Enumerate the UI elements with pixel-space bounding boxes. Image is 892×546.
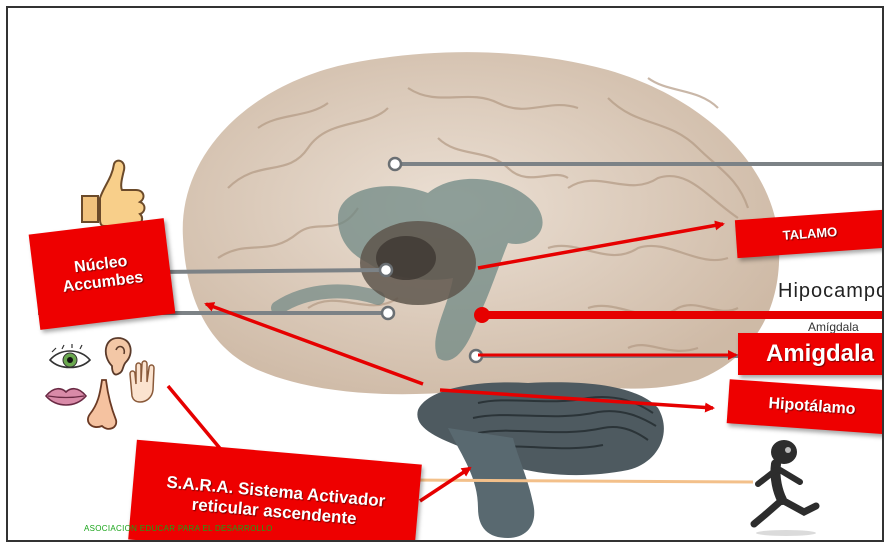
label-nucleo-accumbes: Núcleo Accumbes bbox=[29, 218, 176, 330]
running-figure-icon bbox=[754, 440, 816, 536]
eye-icon bbox=[50, 344, 90, 368]
thumbs-up-icon bbox=[82, 161, 145, 226]
label-amigdala-partial: Amígdala bbox=[808, 320, 859, 334]
label-hipocampo: Hipocampo bbox=[778, 280, 884, 303]
lips-icon bbox=[46, 389, 86, 405]
label-amigdala: Amigdala bbox=[738, 333, 884, 375]
footer-credit: ASOCIACION EDUCAR PARA EL DESARROLLO bbox=[84, 524, 273, 533]
hand-icon bbox=[130, 361, 154, 402]
ear-icon bbox=[106, 338, 131, 375]
nose-icon bbox=[88, 380, 116, 429]
diagram-frame: Núcleo Accumbes TALAMO Hipocampo Amígdal… bbox=[6, 6, 884, 542]
